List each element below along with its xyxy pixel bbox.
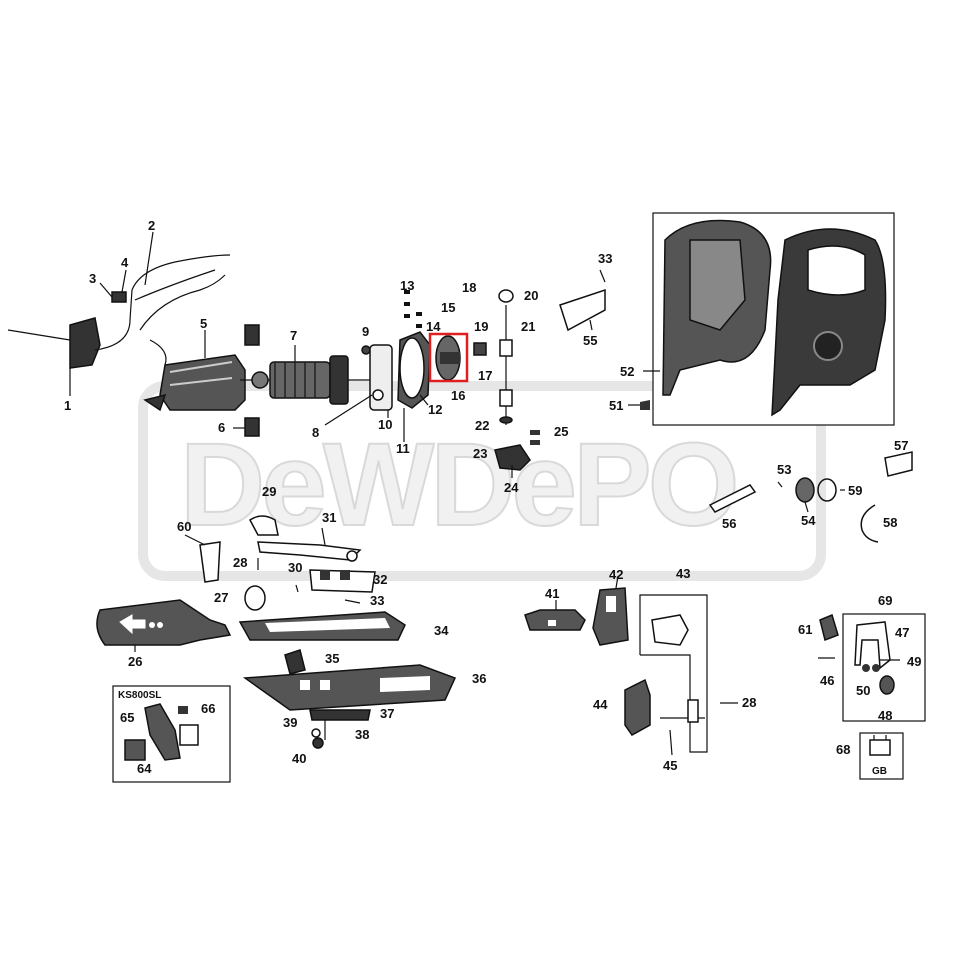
callout-29: 29 <box>262 484 276 499</box>
callout-25: 25 <box>554 424 568 439</box>
part-power-cord <box>7 317 101 396</box>
ks800sl-label: KS800SL <box>118 690 161 701</box>
callout-58: 58 <box>883 515 897 530</box>
part-screw-top <box>559 269 606 332</box>
callout-24: 24 <box>504 480 519 495</box>
callout-34: 34 <box>434 623 449 638</box>
callout-60: 60 <box>177 519 191 534</box>
callout-labels: 1 2 3 4 5 6 7 8 9 10 11 12 13 14 15 16 1… <box>64 218 921 776</box>
housing-box <box>628 212 895 426</box>
callout-55: 55 <box>583 333 597 348</box>
callout-65: 65 <box>120 710 134 725</box>
callout-11: 11 <box>396 441 410 456</box>
callout-33-top: 33 <box>598 251 612 266</box>
callout-28-right: 28 <box>742 695 756 710</box>
callout-45: 45 <box>663 758 677 773</box>
callout-23: 23 <box>473 446 487 461</box>
part-brush-holder <box>233 324 260 437</box>
callout-54: 54 <box>801 513 816 528</box>
callout-7: 7 <box>290 328 297 343</box>
gb-label: GB <box>872 766 887 777</box>
callout-53: 53 <box>777 462 791 477</box>
part-gear-housing <box>397 290 431 442</box>
callout-57: 57 <box>894 438 908 453</box>
callout-59: 59 <box>848 483 862 498</box>
part-blade-clamp <box>494 430 540 478</box>
callout-1: 1 <box>64 398 71 413</box>
part-armature <box>240 345 390 405</box>
callout-6: 6 <box>218 420 225 435</box>
gb-plug-box: GB <box>859 732 904 780</box>
callout-17: 17 <box>478 368 492 383</box>
callout-27: 27 <box>214 590 228 605</box>
callout-64: 64 <box>137 761 152 776</box>
part-dust-nozzle <box>96 599 232 652</box>
callout-12: 12 <box>428 402 442 417</box>
part-main-gear-highlighted <box>428 332 469 383</box>
part-speed-dial <box>708 451 913 543</box>
callout-51: 51 <box>609 398 623 413</box>
callout-40: 40 <box>292 751 306 766</box>
callout-26: 26 <box>128 654 142 669</box>
callout-4: 4 <box>121 255 129 270</box>
callout-50: 50 <box>856 683 870 698</box>
callout-30: 30 <box>288 560 302 575</box>
callout-8: 8 <box>312 425 319 440</box>
callout-52: 52 <box>620 364 634 379</box>
callout-28: 28 <box>233 555 247 570</box>
part-bevel-lock <box>295 569 376 604</box>
callout-19: 19 <box>474 319 488 334</box>
part-plunger <box>473 289 514 425</box>
callout-39: 39 <box>283 715 297 730</box>
part-baseplate <box>242 664 457 749</box>
callout-10: 10 <box>378 417 392 432</box>
callout-69: 69 <box>878 593 892 608</box>
callout-35: 35 <box>325 651 339 666</box>
callout-18: 18 <box>462 280 476 295</box>
callout-43: 43 <box>676 566 690 581</box>
callout-20: 20 <box>524 288 538 303</box>
callout-22: 22 <box>475 418 489 433</box>
callout-66: 66 <box>201 701 215 716</box>
callout-15: 15 <box>441 300 455 315</box>
callout-37: 37 <box>380 706 394 721</box>
part-blade-guide <box>238 585 406 641</box>
part-speed-switch-group <box>624 594 738 756</box>
callout-36: 36 <box>472 671 486 686</box>
callout-47: 47 <box>895 625 909 640</box>
callout-32: 32 <box>373 572 387 587</box>
part-bevel-adjuster-group <box>818 613 926 722</box>
callout-2: 2 <box>148 218 155 233</box>
callout-13: 13 <box>400 278 414 293</box>
callout-46: 46 <box>820 673 834 688</box>
callout-5: 5 <box>200 316 207 331</box>
part-switch <box>592 575 629 646</box>
callout-33: 33 <box>370 593 384 608</box>
ks800sl-box <box>112 685 231 783</box>
callout-48: 48 <box>878 708 892 723</box>
highlight-box <box>428 332 469 383</box>
callout-31: 31 <box>322 510 336 525</box>
callout-49: 49 <box>907 654 921 669</box>
callout-3: 3 <box>89 271 96 286</box>
callout-38: 38 <box>355 727 369 742</box>
part-fan-bearing <box>324 344 393 426</box>
callout-16: 16 <box>451 388 465 403</box>
callout-14: 14 <box>426 319 441 334</box>
part-stator <box>143 330 246 412</box>
callout-61: 61 <box>798 622 812 637</box>
callout-41: 41 <box>545 586 559 601</box>
callout-21: 21 <box>521 319 535 334</box>
part-trigger-lever <box>184 515 362 583</box>
callout-44: 44 <box>593 697 608 712</box>
callout-9: 9 <box>362 324 369 339</box>
part-switch-trigger <box>524 600 586 631</box>
callout-42: 42 <box>609 567 623 582</box>
callout-68: 68 <box>836 742 850 757</box>
part-spring <box>284 649 306 675</box>
callout-56: 56 <box>722 516 736 531</box>
part-wiring-harness <box>94 231 231 366</box>
